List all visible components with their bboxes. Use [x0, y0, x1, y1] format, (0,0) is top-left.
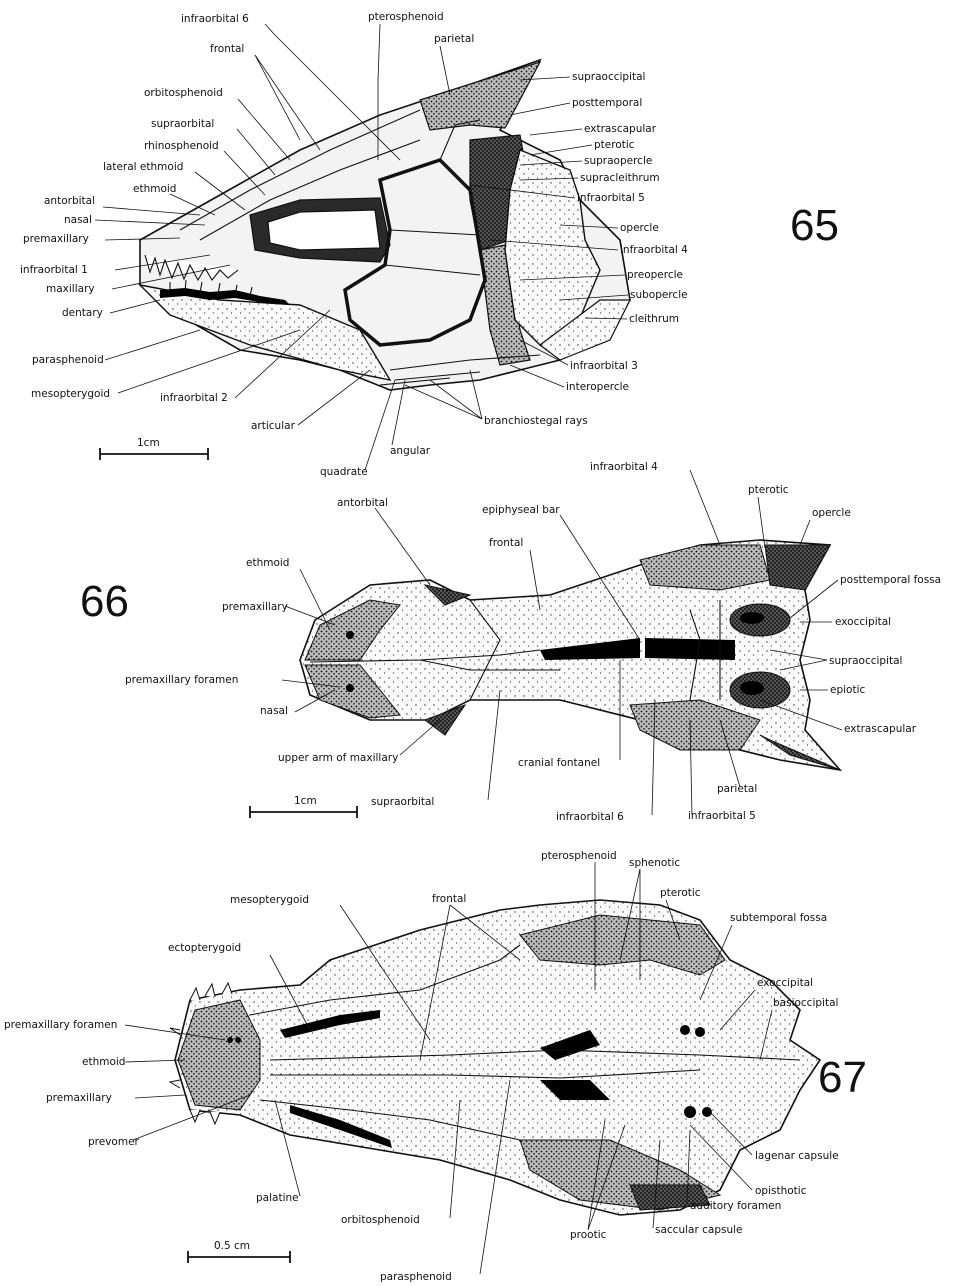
fig65-label-parietal: parietal: [434, 33, 474, 45]
fig66-label-epiotic: epiotic: [830, 684, 866, 696]
fig67-label-palatine: palatine: [256, 1192, 299, 1204]
fig66-scale-bar: 1cm: [250, 795, 357, 818]
fig65-label-ethmoid: ethmoid: [133, 183, 176, 195]
fig67-label-prootic: prootic: [570, 1229, 607, 1241]
fig66-label-nasal: nasal: [260, 705, 288, 717]
fig66-label-ethmoid: ethmoid: [246, 557, 289, 569]
fig67-label-orbitosphenoid: orbitosphenoid: [341, 1214, 420, 1226]
fig66-label-opercle: opercle: [812, 507, 851, 519]
fig66-fontanel-right: [645, 638, 735, 660]
fig65-label-pterotic: pterotic: [594, 139, 635, 151]
fig65-label-infraorbital3: infraorbital 3: [570, 360, 638, 372]
fig65-label-infraorbital4: infraorbital 4: [620, 244, 688, 256]
fig66-label-pterotic: pterotic: [748, 484, 789, 496]
fig67-label-mesopterygoid: mesopterygoid: [230, 894, 309, 906]
fig66-label-epiphyseal-bar: epiphyseal bar: [482, 504, 560, 516]
fig67-label-ectopterygoid: ectopterygoid: [168, 942, 241, 954]
fig65-label-branchiostegal-rays: branchiostegal rays: [484, 415, 588, 427]
fig66-label-frontal: frontal: [489, 537, 523, 549]
fig67-skull-outline: [175, 900, 820, 1215]
fig67-scale-bar: 0.5 cm: [188, 1240, 290, 1263]
fig65-label-infraorbital1: infraorbital 1: [20, 264, 88, 276]
fig67-label-premaxillary-foramen: premaxillary foramen: [4, 1019, 117, 1031]
fig65-label-quadrate: quadrate: [320, 466, 368, 478]
fig65-label-orbitosphenoid: orbitosphenoid: [144, 87, 223, 99]
fig66-label-infraorbital4: infraorbital 4: [590, 461, 658, 473]
fig66-label-antorbital: antorbital: [337, 497, 388, 509]
fig65-label-posttemporal: posttemporal: [572, 97, 642, 109]
fig66-label-premaxillary-foramen: premaxillary foramen: [125, 674, 238, 686]
fig65-label-pterosphenoid: pterosphenoid: [368, 11, 444, 23]
svg-text:1cm: 1cm: [294, 795, 317, 807]
fig67-label-parasphenoid: parasphenoid: [380, 1271, 452, 1283]
fig66-label-cranial-fontanel: cranial fontanel: [518, 757, 600, 769]
fig65-label-supraopercle: supraopercle: [584, 155, 652, 167]
fig65-label-parasphenoid: parasphenoid: [32, 354, 104, 366]
fig66-label-supraorbital: supraorbital: [371, 796, 434, 808]
fig65-label-dentary: dentary: [62, 307, 103, 319]
fig67-number: 67: [818, 1053, 867, 1102]
fig65-label-angular: angular: [390, 445, 431, 457]
fig65-label-supraoccipital: supraoccipital: [572, 71, 645, 83]
fig65-label-interopercle: interopercle: [566, 381, 629, 393]
fig65-parietal-region: [420, 62, 540, 130]
fig66-label-infraorbital5: infraorbital 5: [688, 810, 756, 822]
fig67-label-basioccipital: basioccipital: [773, 997, 838, 1009]
fig66-label-infraorbital6: infraorbital 6: [556, 811, 624, 823]
fig65-label-premaxillary: premaxillary: [23, 233, 89, 245]
fig67-label-lagenar-capsule: lagenar capsule: [755, 1150, 839, 1162]
fig66-number: 66: [80, 577, 129, 626]
fig65-label-articular: articular: [251, 420, 296, 432]
svg-text:1cm: 1cm: [137, 437, 160, 449]
fig65-label-nasal: nasal: [64, 214, 92, 226]
fig65-number: 65: [790, 201, 839, 250]
fig67-label-ethmoid: ethmoid: [82, 1056, 125, 1068]
fig65-label-infraorbital2: infraorbital 2: [160, 392, 228, 404]
fig65-label-rhinosphenoid: rhinosphenoid: [144, 140, 219, 152]
fig66-label-exoccipital: exoccipital: [835, 616, 891, 628]
fig65-label-frontal: frontal: [210, 43, 244, 55]
fig67-label-sphenotic: sphenotic: [629, 857, 680, 869]
fig65-label-maxillary: maxillary: [46, 283, 95, 295]
fig65-scale-bar: 1cm: [100, 437, 208, 460]
fig66-label-supraoccipital: supraoccipital: [829, 655, 902, 667]
fig67-label-prevomer: prevomer: [88, 1136, 140, 1148]
fig65-label-supracleithrum: supracleithrum: [580, 172, 660, 184]
fig67-label-auditory-foramen: auditory foramen: [690, 1200, 781, 1212]
fig65-label-lateral-ethmoid: lateral ethmoid: [103, 161, 183, 173]
fig67-label-saccular-capsule: saccular capsule: [655, 1224, 743, 1236]
fig65-label-subopercle: subopercle: [630, 289, 688, 301]
fig65-drawing: [140, 60, 630, 390]
fig65-label-antorbital: antorbital: [44, 195, 95, 207]
fig66-infraorbital4-region: [640, 545, 770, 590]
fig65-label-preopercle: preopercle: [627, 269, 683, 281]
fig67-label-pterotic: pterotic: [660, 887, 701, 899]
fig65-label-extrascapular: extrascapular: [584, 123, 657, 135]
fig67-label-premaxillary: premaxillary: [46, 1092, 112, 1104]
fig66-label-parietal: parietal: [717, 783, 757, 795]
fig65-label-supraorbital: supraorbital: [151, 118, 214, 130]
fig65-label-infraorbital5: infraorbital 5: [577, 192, 645, 204]
fig67-label-pterosphenoid: pterosphenoid: [541, 850, 617, 862]
fig67-label-subtemporal-fossa: subtemporal fossa: [730, 912, 827, 924]
fig65-label-mesopterygoid: mesopterygoid: [31, 388, 110, 400]
fig67-label-frontal: frontal: [432, 893, 466, 905]
fig67-label-opisthotic: opisthotic: [755, 1185, 807, 1197]
fig66-label-premaxillary: premaxillary: [222, 601, 288, 613]
fig66-label-upper-arm-of-maxillary: upper arm of maxillary: [278, 752, 398, 764]
fig66-label-posttemporal-fossa: posttemporal fossa: [840, 574, 941, 586]
fig66-drawing: [300, 540, 840, 770]
fig65-label-opercle: opercle: [620, 222, 659, 234]
fig65-label-cleithrum: cleithrum: [629, 313, 679, 325]
fig67-label-exoccipital: exoccipital: [757, 977, 813, 989]
svg-text:0.5 cm: 0.5 cm: [214, 1240, 250, 1252]
fig65-label-infraorbital6: infraorbital 6: [181, 13, 249, 25]
fig66-opercle-top: [765, 545, 830, 590]
fig66-label-extrascapular: extrascapular: [844, 723, 917, 735]
